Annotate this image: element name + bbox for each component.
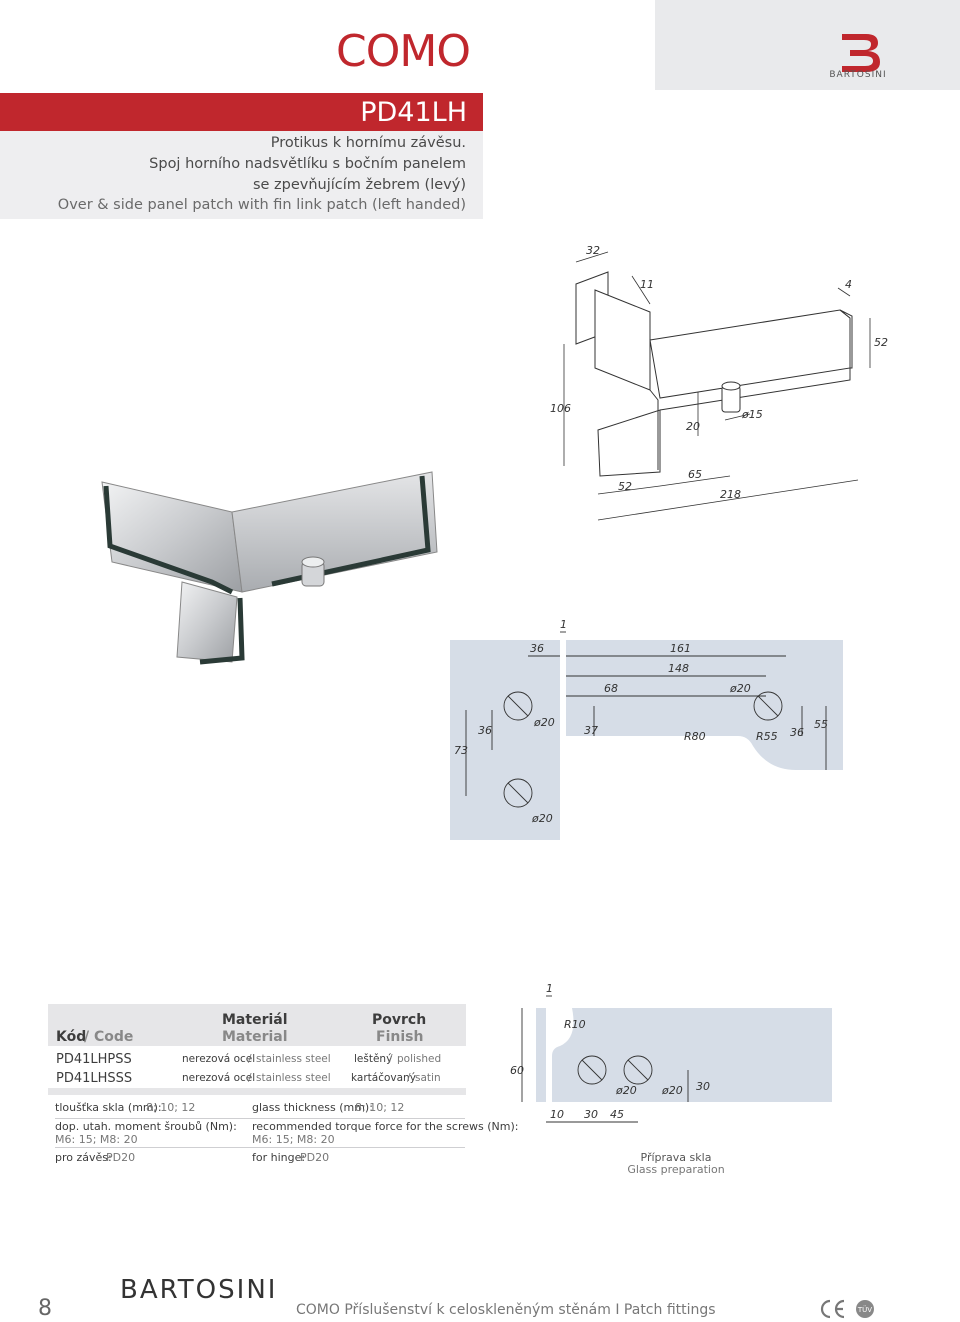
small-dim-10: 10 [550, 1108, 564, 1121]
row-2-finish-slash: / [407, 1072, 411, 1084]
footer-series: COMO Příslušenství k celoskleněným stěná… [296, 1302, 716, 1318]
glass-dim-55: 55 [814, 718, 828, 731]
thickness-en-label: glass thickness (mm): [252, 1101, 373, 1114]
dim-52-height: 52 [874, 336, 888, 349]
dim-106: 106 [550, 402, 571, 415]
brand-logo-text: BARTOSINI [829, 70, 887, 80]
row-2-finish-en: satin [415, 1072, 441, 1084]
row-1-finish-en: polished [397, 1053, 442, 1065]
col-finish-cz: Povrch [372, 1012, 427, 1028]
description-line-2: Spoj horního nadsvětlíku s bočním panele… [149, 156, 466, 172]
small-dim-r10: R10 [564, 1018, 586, 1031]
dim-65: 65 [688, 468, 702, 481]
glass-dim-73: 73 [454, 744, 468, 757]
glass-dim-d20-top: ø20 [533, 716, 555, 729]
dim-4: 4 [845, 278, 852, 291]
description-line-1: Protikus k hornímu závěsu. [270, 135, 466, 151]
glass-drawing: 1 36 161 148 68 ø20 ø20 37 R80 R55 36 55… [450, 618, 843, 840]
table-separator [48, 1088, 466, 1095]
thickness-cz-value: 8; 10; 12 [146, 1101, 196, 1114]
glass-dim-36-top: 36 [530, 642, 544, 655]
product-photo [101, 471, 438, 665]
hinge-en-value: PD20 [300, 1151, 330, 1164]
glass-dim-37: 37 [584, 724, 598, 737]
torque-en-value: M6: 15; M8: 20 [252, 1133, 335, 1146]
glass-dim-1: 1 [560, 618, 567, 631]
hinge-en-label: for hinge: [252, 1151, 306, 1164]
row-2-material-en: stainless steel [256, 1072, 331, 1084]
footer-brand-logo: BARTOSINI [120, 1275, 278, 1305]
footer-series-text: Příslušenství k celoskleněným stěnám I P… [344, 1302, 716, 1318]
small-dim-d20-right: ø20 [661, 1084, 683, 1097]
series-title: COMO [336, 26, 471, 77]
small-dim-30-h: 30 [584, 1108, 598, 1121]
col-material-cz: Materiál [222, 1012, 288, 1028]
col-material-en: Material [222, 1029, 288, 1045]
torque-cz-label: dop. utah. moment šroubů (Nm): [55, 1120, 237, 1133]
dim-11: 11 [640, 278, 654, 291]
small-dim-45: 45 [610, 1108, 624, 1121]
row-1-finish-slash: / [389, 1053, 393, 1065]
description-box [0, 131, 483, 219]
glass-dim-148: 148 [668, 662, 689, 675]
glass-dim-161: 161 [670, 642, 691, 655]
row-1-finish: leštěný [354, 1053, 393, 1065]
hinge-cz-label: pro závěs: [55, 1151, 112, 1164]
hinge-cz-value: PD20 [106, 1151, 136, 1164]
glass-prep-caption-cz: Příprava skla [640, 1151, 712, 1164]
col-finish-en: Finish [376, 1029, 424, 1045]
small-dim-30-v: 30 [696, 1080, 710, 1093]
torque-cz-value: M6: 15; M8: 20 [55, 1133, 138, 1146]
col-code-en: Code [94, 1029, 134, 1045]
small-dim-60: 60 [510, 1064, 524, 1077]
row-1-slash: / [248, 1053, 252, 1065]
row-2-finish: kartáčovaný [351, 1072, 416, 1084]
footer-series-name: COMO [296, 1302, 340, 1318]
info-divider-2 [55, 1147, 465, 1148]
description-line-3: se zpevňujícím žebrem (levý) [252, 177, 466, 193]
glass-dim-68: 68 [604, 682, 618, 695]
dim-32: 32 [586, 244, 600, 257]
description-line-4: Over & side panel patch with fin link pa… [57, 197, 466, 213]
small-dim-d20-left: ø20 [615, 1084, 637, 1097]
row-2-code: PD41LHSSS [56, 1071, 133, 1086]
glass-dim-r55: R55 [756, 730, 778, 743]
svg-text:TÜV: TÜV [857, 1305, 872, 1314]
code-bar [0, 93, 483, 131]
row-2-material: nerezová ocel [182, 1072, 256, 1084]
torque-en-label: recommended torque force for the screws … [252, 1120, 519, 1133]
brand-logo-icon [828, 30, 888, 82]
thickness-cz-label: tloušťka skla (mm): [55, 1101, 162, 1114]
glass-dim-d20-bottom: ø20 [531, 812, 553, 825]
row-1-material-en: stainless steel [256, 1053, 331, 1065]
technical-drawing-top: 32 11 4 52 106 20 ø15 65 52 218 [550, 244, 888, 521]
row-1-code: PD41LHPSS [56, 1052, 132, 1067]
dim-218: 218 [720, 488, 741, 501]
glass-dim-r80: R80 [684, 730, 706, 743]
dim-d15: ø15 [741, 408, 763, 421]
col-code-cz: Kód [56, 1029, 87, 1045]
info-divider-1 [55, 1118, 465, 1119]
glass-dim-36-left: 36 [478, 724, 492, 737]
glass-preparation-drawing: 1 R10 60 ø20 ø20 30 10 30 45 [510, 982, 832, 1123]
ce-mark-icon: TÜV [820, 1299, 874, 1319]
dim-20: 20 [686, 420, 700, 433]
row-1-material: nerezová ocel [182, 1053, 256, 1065]
thickness-en-value: 8; 10; 12 [355, 1101, 405, 1114]
col-code-slash: / [84, 1029, 90, 1045]
header-grey-panel [655, 0, 960, 90]
dim-52-width: 52 [618, 480, 632, 493]
product-table-header [48, 1004, 466, 1046]
row-2-slash: / [248, 1072, 252, 1084]
glass-dim-d20-right: ø20 [729, 682, 751, 695]
small-dim-1: 1 [546, 982, 553, 995]
glass-prep-caption-en: Glass preparation [627, 1163, 725, 1176]
glass-dim-36-right: 36 [790, 726, 804, 739]
product-code-title: PD41LH [360, 97, 467, 128]
page-number: 8 [38, 1296, 52, 1321]
